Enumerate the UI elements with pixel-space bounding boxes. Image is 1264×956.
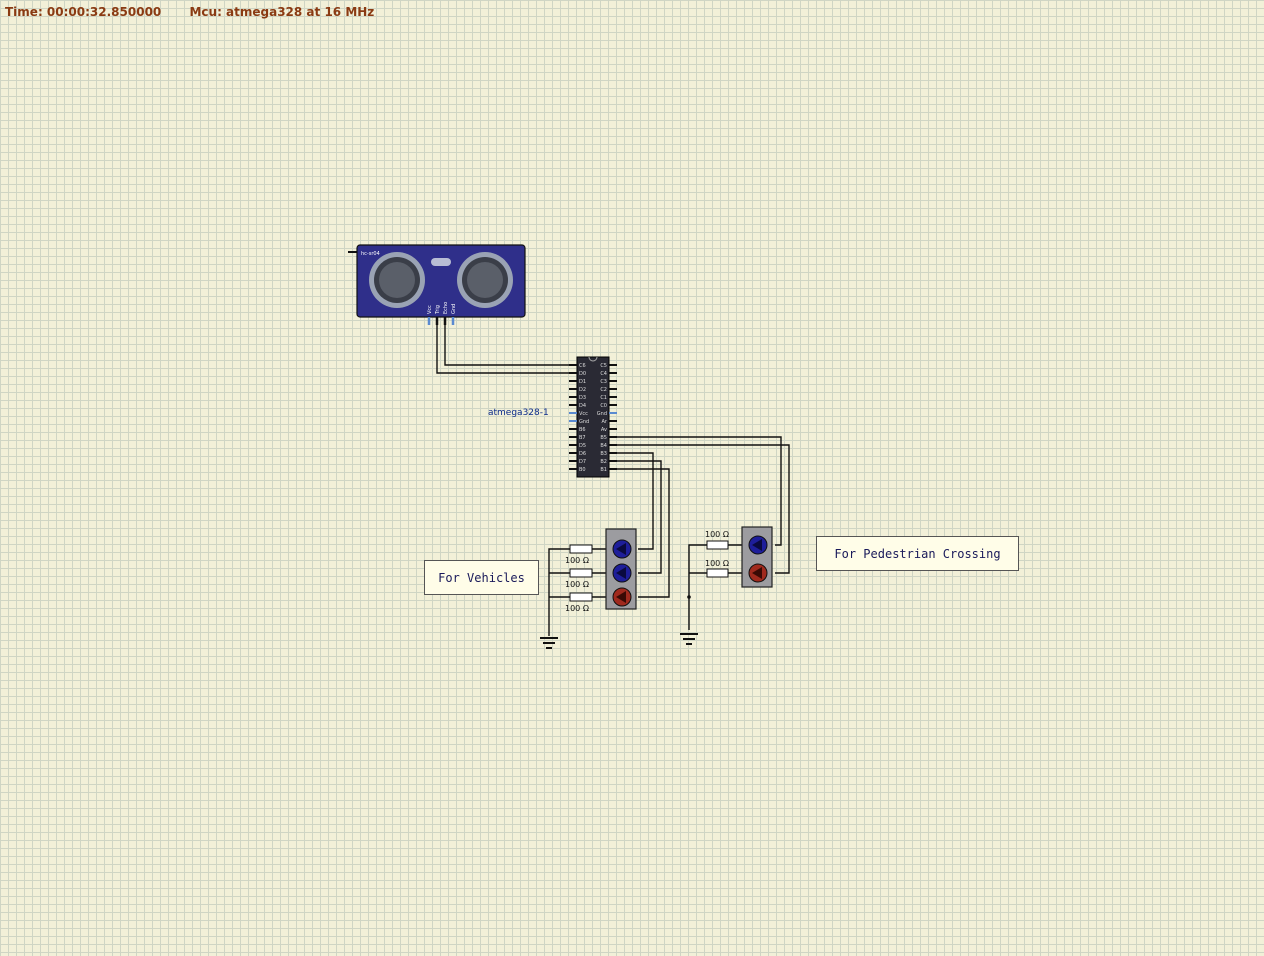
mcu-pin-label: D5 <box>579 443 586 449</box>
mcu-pin-label: Gnd <box>597 411 607 417</box>
sensor-pin-label: Echo <box>443 302 449 314</box>
traffic-light-pedestrian[interactable] <box>741 526 773 588</box>
wire-ped-red <box>617 444 790 574</box>
ground-icon <box>540 637 558 649</box>
resistor-veh-2[interactable] <box>569 568 593 578</box>
resistor-value-label: 100 Ω <box>565 604 589 613</box>
wires <box>436 324 790 636</box>
mcu-pin-label: C2 <box>600 387 607 393</box>
led-blue-icon <box>612 539 632 559</box>
mcu-pin-label: B5 <box>600 435 607 441</box>
atmega328-chip[interactable]: C6D0D1D2D3D4VccGndB6B7D5D6D7B0C5C4C3C2C1… <box>569 356 617 478</box>
transmitter-icon <box>369 252 425 308</box>
wire-ped-gnd-bus <box>688 544 707 630</box>
sensor-crystal <box>431 258 451 266</box>
mcu-pin-label: C5 <box>600 363 607 369</box>
ground-icon <box>680 633 698 645</box>
simulation-time: Time: 00:00:32.850000 <box>5 5 162 19</box>
mcu-pin-label: B3 <box>600 451 607 457</box>
wire-veh-1 <box>617 452 654 550</box>
mcu-part-label: atmega328-1 <box>488 408 549 418</box>
mcu-pin-label: B7 <box>579 435 586 441</box>
resistor-veh-1[interactable] <box>569 544 593 554</box>
sensor-pin-label: Gnd <box>451 304 457 314</box>
mcu-pin-label: B0 <box>579 467 586 473</box>
sensor-pin-label: Trig <box>435 305 441 315</box>
led-blue-icon <box>612 563 632 583</box>
mcu-pin-label: D2 <box>579 387 586 393</box>
wire-echo <box>444 324 569 366</box>
traffic-light-vehicles[interactable] <box>605 528 637 610</box>
resistor-veh-3[interactable] <box>569 592 593 602</box>
mcu-pin-label: D1 <box>579 379 586 385</box>
mcu-pin-label: D4 <box>579 403 586 409</box>
resistor-ped-1[interactable] <box>706 540 729 550</box>
resistor-value-label: 100 Ω <box>705 530 729 539</box>
resistor-value-label: 100 Ω <box>705 559 729 568</box>
mcu-pin-label: Av <box>601 427 607 433</box>
mcu-pin-label: Gnd <box>579 419 589 425</box>
mcu-pin-label: C3 <box>600 379 607 385</box>
mcu-notch <box>588 356 598 362</box>
mcu-pin-label: C6 <box>579 363 586 369</box>
mcu-pin-label: B1 <box>600 467 607 473</box>
led-blue-icon <box>748 535 768 555</box>
wire-ped-blue <box>617 436 782 546</box>
note-vehicles[interactable]: For Vehicles <box>424 560 539 595</box>
mcu-pin-label: B2 <box>600 459 607 465</box>
resistor-value-label: 100 Ω <box>565 580 589 589</box>
resistor-value-label: 100 Ω <box>565 556 589 565</box>
mcu-pin-label: C4 <box>600 371 607 377</box>
mcu-pin-label: C0 <box>600 403 607 409</box>
mcu-info: Mcu: atmega328 at 16 MHz <box>189 5 375 19</box>
mcu-pin-group: C6D0D1D2D3D4VccGndB6B7D5D6D7B0C5C4C3C2C1… <box>569 363 617 473</box>
mcu-pin-label: B6 <box>579 427 586 433</box>
mcu-pin-label: C1 <box>600 395 607 401</box>
mcu-pin-label: B4 <box>600 443 607 449</box>
mcu-pin-label: D6 <box>579 451 586 457</box>
sensor-badge: hc-sr04 <box>361 251 380 257</box>
note-pedestrian-crossing[interactable]: For Pedestrian Crossing <box>816 536 1019 571</box>
status-bar: Time: 00:00:32.850000 Mcu: atmega328 at … <box>5 5 374 19</box>
mcu-pin-label: Vcc <box>579 411 588 417</box>
mcu-pin-label: D0 <box>579 371 586 377</box>
wire-veh-2 <box>617 460 662 574</box>
resistors[interactable] <box>569 540 729 602</box>
led-red-icon <box>748 563 768 583</box>
wire-veh-gnd-bus <box>548 548 570 636</box>
led-red-icon <box>612 587 632 607</box>
receiver-icon <box>457 252 513 308</box>
mcu-pin-label: D7 <box>579 459 586 465</box>
sensor-pin-label: Vcc <box>427 305 433 314</box>
wire-veh-3 <box>617 468 670 598</box>
mcu-pin-label: D3 <box>579 395 586 401</box>
junction-dot <box>687 595 691 599</box>
mcu-body <box>576 356 610 478</box>
resistor-ped-2[interactable] <box>706 568 729 578</box>
mcu-pin-label: Ar <box>602 419 608 425</box>
wire-trig <box>436 324 569 374</box>
